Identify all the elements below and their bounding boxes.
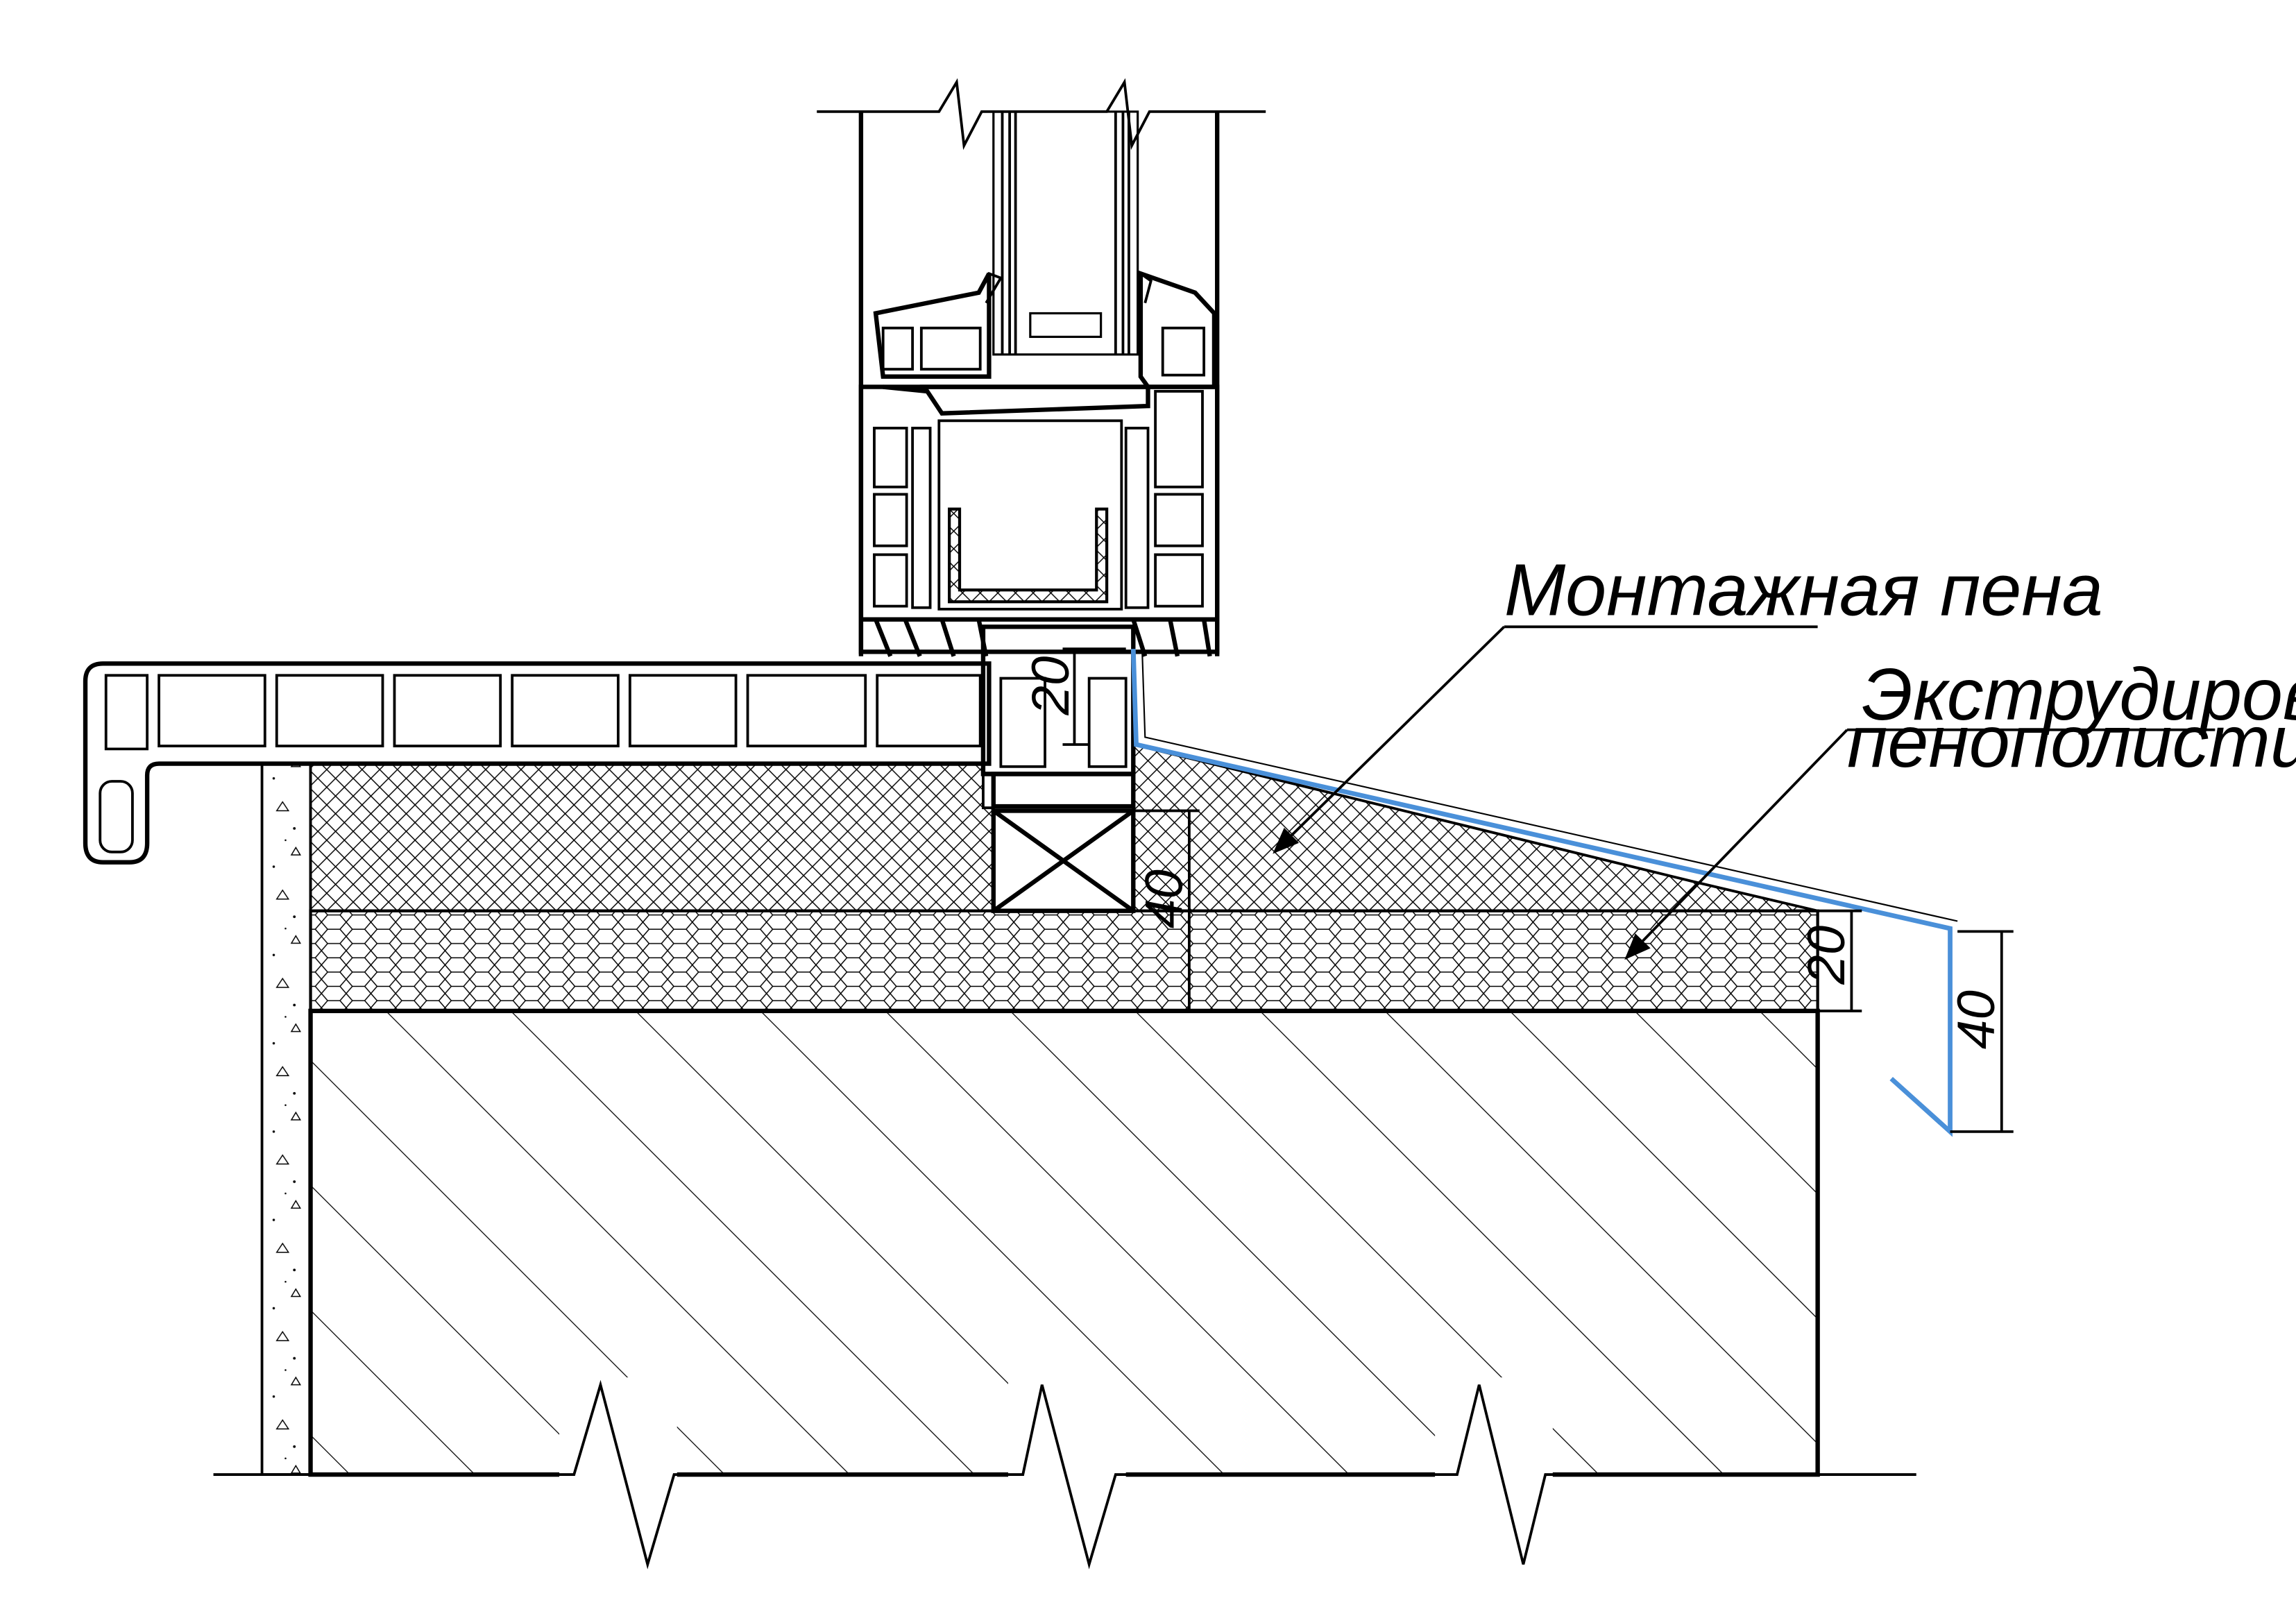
dimension-xps-thickness: 20 [1797, 909, 1862, 1012]
label-xps: Экструдированный пенополистирол 20мм [1624, 654, 2296, 960]
frame-chambers [858, 384, 1220, 657]
dimension-label-xps: 20 [1797, 926, 1856, 985]
dimension-drip-height: 40 [1947, 930, 2014, 1133]
interior-plaster-layer [260, 762, 312, 1476]
dimension-frame-gap: 20 [1021, 647, 1126, 746]
window-frame [817, 78, 1266, 657]
dimension-block-height: 40 [1133, 809, 1200, 1011]
wooden-support-block [991, 808, 1136, 913]
dimension-label-block-height: 40 [1134, 869, 1193, 928]
label-mounting-foam: Монтажная пена [1273, 549, 2103, 854]
exterior-flashing-drip [1130, 649, 1953, 1137]
windowsill-board [83, 661, 992, 865]
xps-insulation-layer [309, 909, 1819, 1013]
label-mounting-foam-text: Монтажная пена [1504, 549, 2103, 631]
label-xps-line2: пенополистирол 20мм [1847, 701, 2296, 783]
dimension-label-drip: 40 [1947, 990, 2006, 1049]
dimension-label-frame-gap: 20 [1021, 656, 1080, 716]
bottom-break-line [213, 1377, 1916, 1570]
glazing-unit [992, 110, 1139, 356]
label-xps-line1: Экструдированный [1862, 654, 2296, 736]
top-break-line [817, 78, 1266, 151]
